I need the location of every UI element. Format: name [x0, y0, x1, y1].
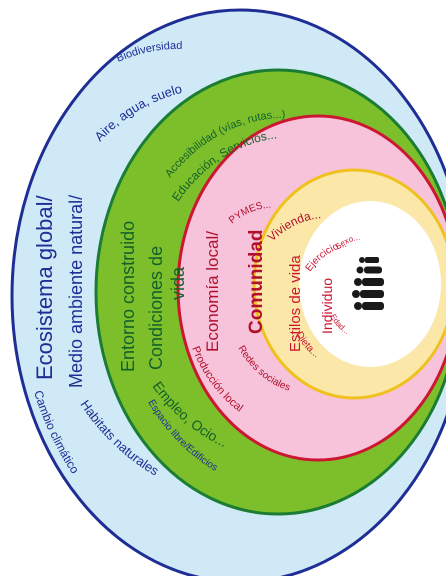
label-condiciones-de: Condiciones de: [146, 246, 166, 370]
label-vida: vida: [168, 266, 188, 300]
people-group-icon: [352, 257, 384, 310]
label-individuo: Individuo: [319, 278, 335, 334]
label-estilos-de-vida: Estilos de vida: [287, 255, 304, 352]
label-comunidad: Comunidad: [246, 230, 267, 335]
label-economia-local: Economía local/: [203, 231, 222, 352]
label-entorno-construido: Entorno construido: [118, 221, 138, 372]
label-ecosistema-global: Ecosistema global/: [32, 194, 57, 380]
label-medio-ambiente: Medio ambiente natural/: [66, 195, 86, 388]
